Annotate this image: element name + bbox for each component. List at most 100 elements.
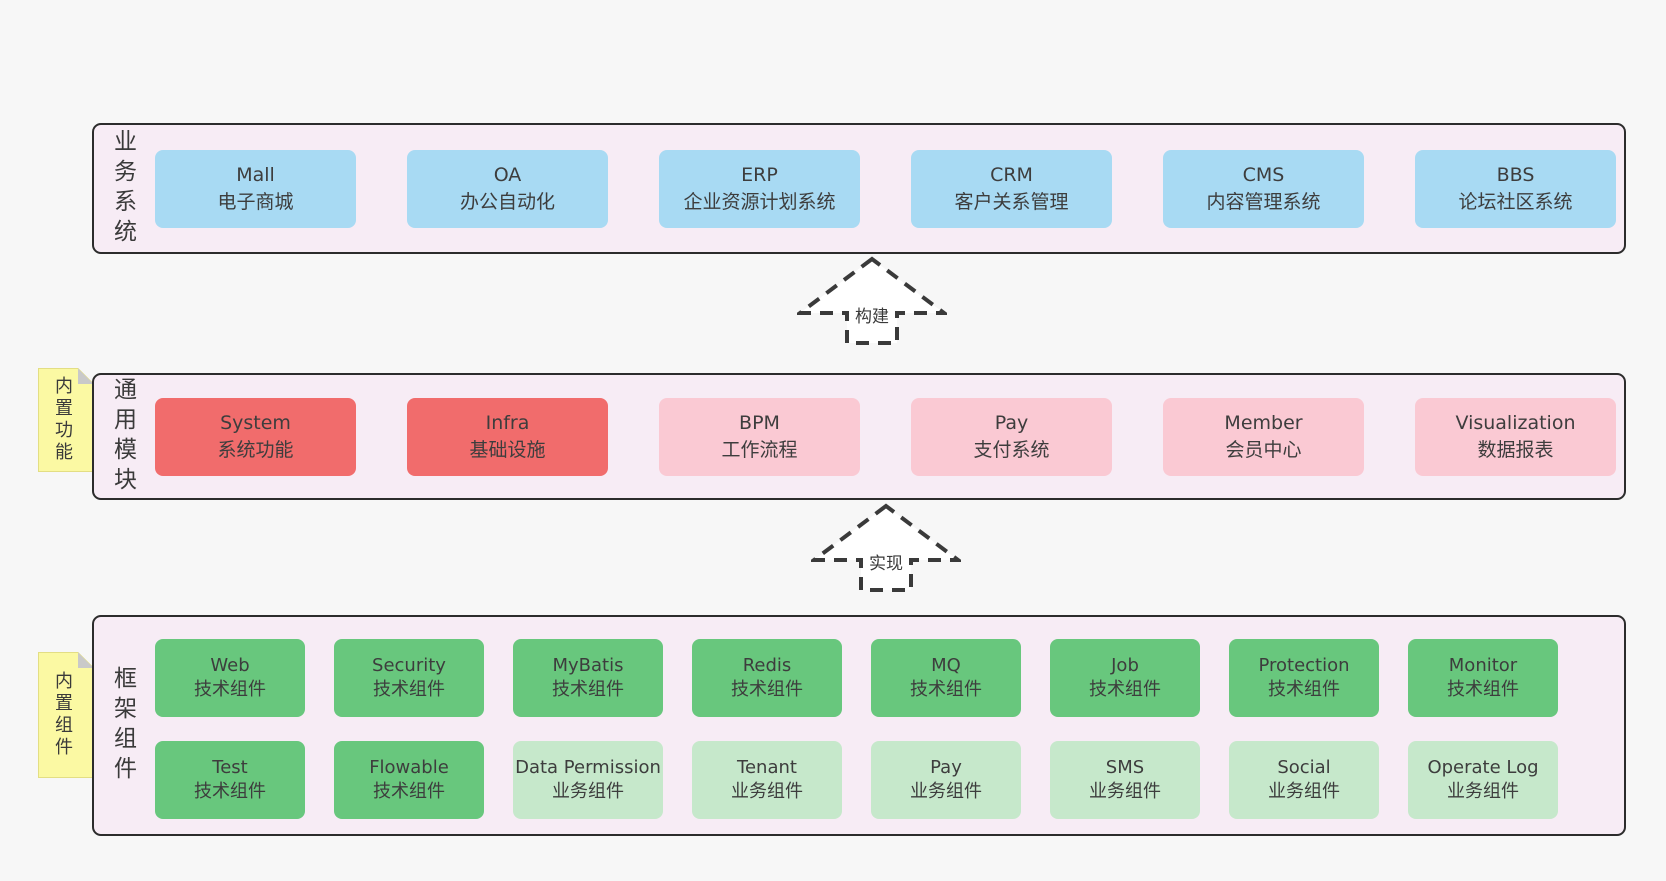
panel-title: 通用模块 (109, 376, 136, 497)
module-caption: 业务组件 (731, 781, 803, 802)
panel-title: 业务系统 (109, 128, 136, 249)
module-box: CMS 内容管理系统 (1163, 149, 1364, 228)
module-name: Test (212, 757, 248, 778)
module-box: MyBatis 技术组件 (513, 639, 663, 717)
module-caption: 业务组件 (1089, 781, 1161, 802)
module-name: Protection (1258, 655, 1350, 676)
build-arrow: 构建 (797, 256, 947, 346)
module-box: SMS 业务组件 (1050, 741, 1200, 819)
dashed-up-arrow-icon (811, 503, 961, 592)
module-caption: 业务组件 (1447, 781, 1519, 802)
module-name: MQ (931, 655, 961, 676)
module-name: Tenant (737, 757, 797, 778)
sticky-note-builtin-features: 内置功能 (38, 368, 94, 472)
note-label: 内置组件 (52, 671, 73, 759)
panel-title-wrap: 业务系统 (98, 125, 146, 252)
module-box: Infra 基础设施 (407, 397, 608, 476)
module-caption: 客户关系管理 (954, 190, 1069, 213)
module-caption: 内容管理系统 (1206, 190, 1321, 213)
module-box: CRM 客户关系管理 (911, 149, 1112, 228)
module-box: BBS 论坛社区系统 (1415, 149, 1616, 228)
module-name: Visualization (1455, 411, 1576, 434)
module-box: ERP 企业资源计划系统 (659, 149, 860, 228)
module-name: Pay (994, 411, 1029, 434)
module-caption: 技术组件 (373, 679, 445, 700)
module-caption: 基础设施 (469, 438, 546, 461)
module-caption: 技术组件 (910, 679, 982, 700)
module-caption: 技术组件 (1268, 679, 1340, 700)
module-caption: 业务组件 (910, 781, 982, 802)
folded-corner (78, 368, 94, 384)
module-caption: 企业资源计划系统 (683, 190, 836, 213)
module-name: Job (1111, 655, 1139, 676)
module-name: Member (1224, 411, 1303, 434)
folded-corner (78, 652, 94, 668)
module-name: OA (493, 163, 522, 186)
module-box: Pay 支付系统 (911, 397, 1112, 476)
module-name: Security (372, 655, 446, 676)
module-caption: 技术组件 (194, 679, 266, 700)
module-name: Monitor (1448, 655, 1518, 676)
module-name: Operate Log (1427, 757, 1539, 778)
module-caption: 支付系统 (973, 438, 1050, 461)
module-name: BBS (1496, 163, 1535, 186)
note-label: 内置功能 (52, 376, 73, 464)
module-box: Redis 技术组件 (692, 639, 842, 717)
module-caption: 技术组件 (731, 679, 803, 700)
module-caption: 电子商城 (217, 190, 294, 213)
module-box: Pay 业务组件 (871, 741, 1021, 819)
arrow-label: 构建 (852, 302, 892, 327)
module-name: CRM (990, 163, 1033, 186)
module-name: Web (210, 655, 250, 676)
module-box: OA 办公自动化 (407, 149, 608, 228)
sticky-note-builtin-components: 内置组件 (38, 652, 94, 778)
module-box: Tenant 业务组件 (692, 741, 842, 819)
panel-title-wrap: 通用模块 (98, 375, 146, 498)
module-name: Mall (236, 163, 275, 186)
module-box: System 系统功能 (155, 397, 356, 476)
module-caption: 技术组件 (1089, 679, 1161, 700)
module-caption: 系统功能 (217, 438, 294, 461)
panel-business-systems: 业务系统 Mall 电子商城 OA 办公自动化 ERP 企业资源计划系统 CRM 客户关系管理… (92, 123, 1626, 254)
module-box: Security 技术组件 (334, 639, 484, 717)
module-box: Social 业务组件 (1229, 741, 1379, 819)
module-caption: 论坛社区系统 (1458, 190, 1573, 213)
module-caption: 技术组件 (194, 781, 266, 802)
module-caption: 办公自动化 (459, 190, 555, 213)
module-caption: 技术组件 (552, 679, 624, 700)
module-name: Flowable (369, 757, 449, 778)
module-name: SMS (1105, 757, 1145, 778)
module-name: CMS (1242, 163, 1285, 186)
business-boxes: Mall 电子商城 OA 办公自动化 ERP 企业资源计划系统 CRM 客户关系管理 CMS 内容… (155, 125, 1616, 252)
implement-arrow: 实现 (811, 503, 961, 593)
module-caption: 业务组件 (1268, 781, 1340, 802)
arrow-label: 实现 (866, 549, 906, 574)
module-name: Data Permission (515, 757, 661, 778)
module-name: ERP (741, 163, 778, 186)
panel-title: 框架组件 (109, 665, 136, 786)
module-name: Pay (930, 757, 962, 778)
module-caption: 技术组件 (1447, 679, 1519, 700)
module-name: System (220, 411, 291, 434)
module-name: MyBatis (552, 655, 624, 676)
dashed-up-arrow-icon (797, 256, 947, 345)
module-box: Protection 技术组件 (1229, 639, 1379, 717)
module-box: Mall 电子商城 (155, 149, 356, 228)
module-box: Monitor 技术组件 (1408, 639, 1558, 717)
module-caption: 技术组件 (373, 781, 445, 802)
module-box: Flowable 技术组件 (334, 741, 484, 819)
module-name: Redis (742, 655, 792, 676)
module-box: Test 技术组件 (155, 741, 305, 819)
module-caption: 工作流程 (721, 438, 798, 461)
module-name: Infra (485, 411, 530, 434)
module-name: Social (1277, 757, 1331, 778)
module-box: Job 技术组件 (1050, 639, 1200, 717)
